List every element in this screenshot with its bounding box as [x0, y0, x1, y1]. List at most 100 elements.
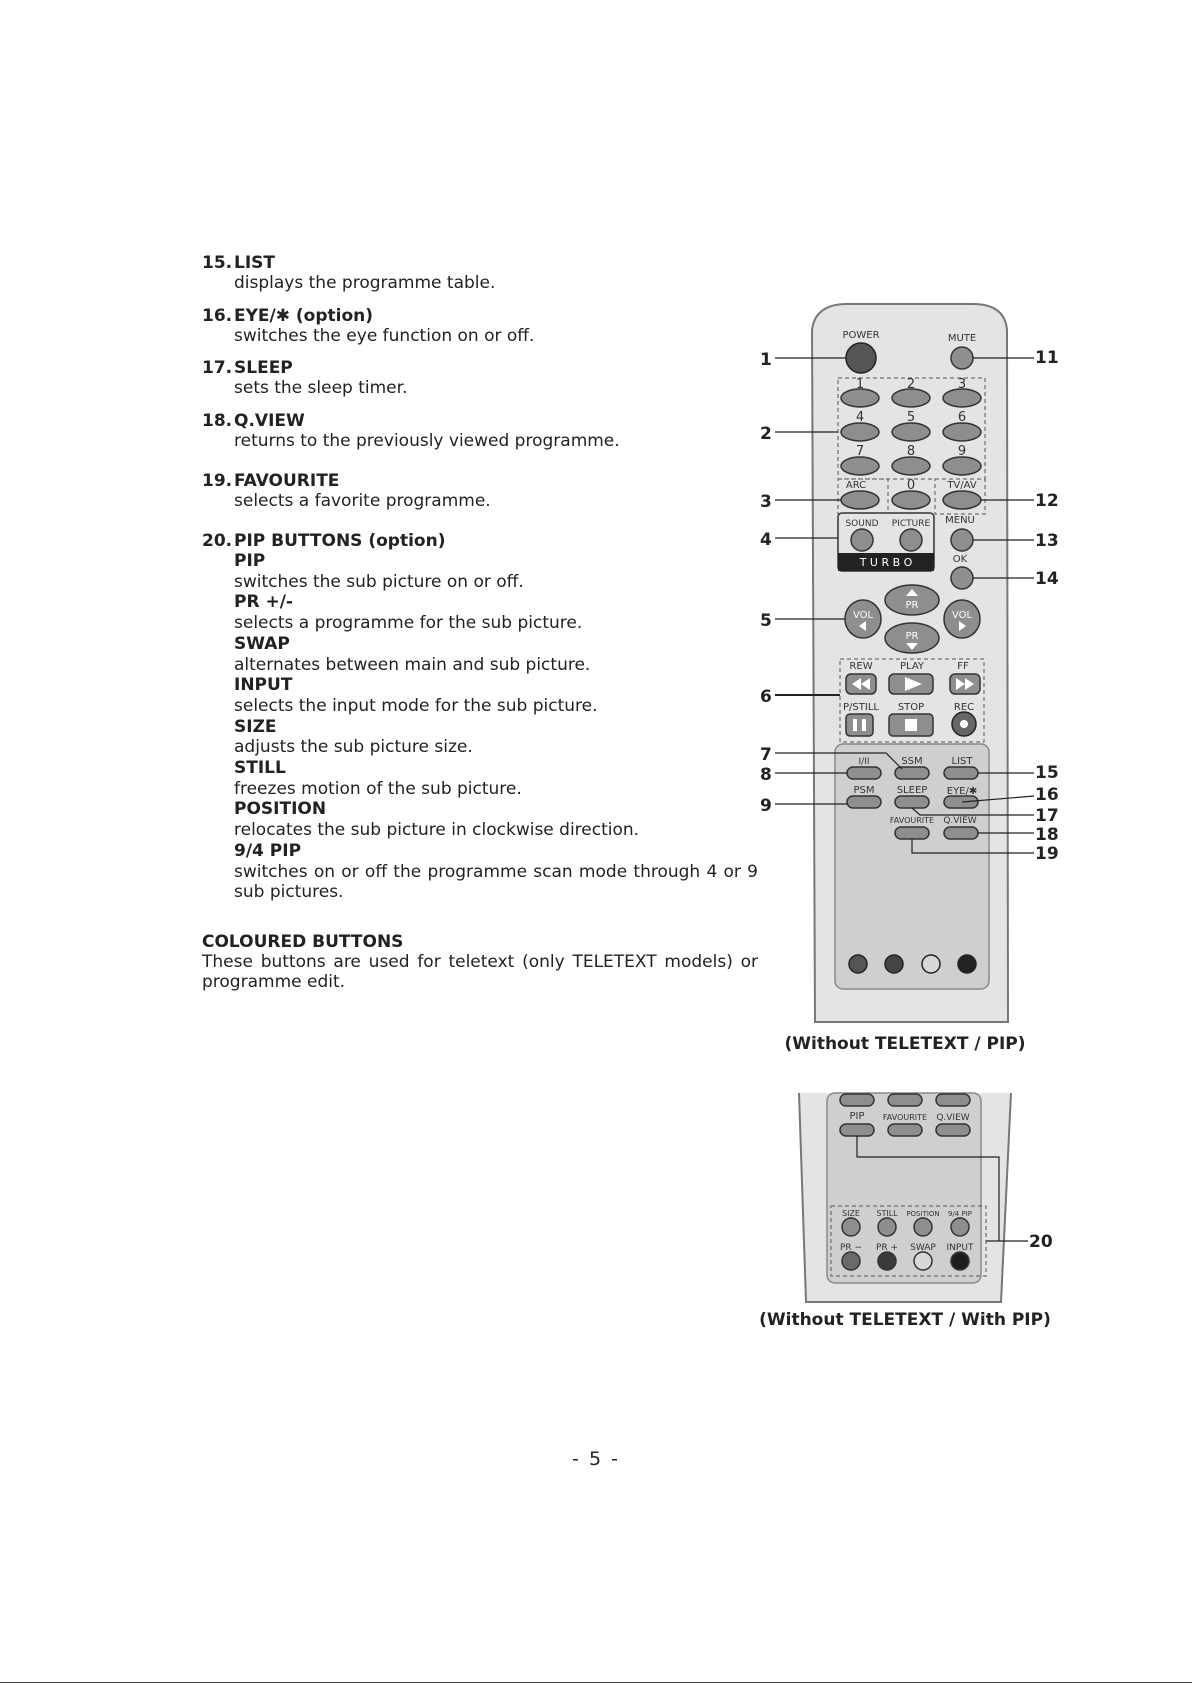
digit-label: 1 [856, 377, 864, 392]
ssm-button[interactable] [894, 766, 930, 780]
callout-number: 3 [760, 492, 772, 512]
vol-right-button[interactable] [943, 599, 981, 639]
entry-title: LIST [234, 253, 275, 273]
top-button[interactable] [887, 1093, 923, 1107]
callout-number: 8 [760, 765, 772, 785]
input-button[interactable] [950, 1251, 970, 1271]
qview-button[interactable] [943, 826, 979, 840]
digit-button-8[interactable] [891, 456, 931, 476]
sound-button[interactable] [850, 528, 874, 552]
favourite-button[interactable] [887, 1123, 923, 1137]
callout-number: 13 [1035, 531, 1059, 551]
pstill-label: P/STILL [843, 702, 879, 713]
pr-down-button[interactable] [884, 622, 940, 654]
entry-qview: 18.Q.VIEW returns to the previously view… [202, 411, 758, 471]
callout-numbers: 1 2 3 4 5 6 7 8 9 11 12 13 14 15 16 17 1… [760, 348, 1059, 864]
callout-number: 20 [1029, 1232, 1053, 1252]
digit-button-0[interactable] [891, 490, 931, 510]
menu-button[interactable] [950, 528, 974, 552]
callout-lines [775, 357, 1035, 854]
picture-button[interactable] [899, 528, 923, 552]
pr-plus-button[interactable] [877, 1251, 897, 1271]
list-button[interactable] [943, 766, 979, 780]
pr-up-button[interactable] [884, 584, 940, 616]
size-button[interactable] [841, 1217, 861, 1237]
digit-label: 7 [856, 444, 864, 459]
pip-item-title: POSITION [234, 799, 327, 820]
pstill-button[interactable] [845, 713, 874, 737]
entry-number: 20. [202, 531, 233, 551]
pr-vol-cluster: PR PR VOL VOL [844, 584, 981, 654]
pip-button[interactable] [839, 1123, 875, 1137]
coloured-button[interactable] [884, 954, 904, 974]
list-label: LIST [952, 756, 974, 767]
pip-item-title: SWAP [234, 633, 290, 654]
still-button[interactable] [877, 1217, 897, 1237]
turbo-group: T U R B O SOUND PICTURE [837, 512, 935, 572]
arc-label: ARC [846, 480, 866, 491]
stop-label: STOP [898, 702, 924, 713]
mute-button[interactable] [950, 346, 974, 370]
position-button[interactable] [913, 1217, 933, 1237]
entry-sleep: 17.SLEEP sets the sleep timer. [202, 358, 758, 411]
play-icon [905, 677, 922, 691]
triangle-right-icon [959, 621, 966, 631]
sleep-button[interactable] [894, 795, 930, 809]
qview-label: Q.VIEW [936, 1113, 969, 1123]
pip-item-title: 9/4 PIP [234, 840, 302, 861]
pip-item-title: PIP [234, 551, 266, 571]
top-button[interactable] [839, 1093, 875, 1107]
i-ii-button[interactable] [846, 766, 882, 780]
callout-number: 12 [1035, 491, 1059, 511]
digit-label: 8 [907, 444, 915, 459]
coloured-button[interactable] [921, 954, 941, 974]
digit-button-3[interactable] [942, 388, 982, 408]
favourite-button[interactable] [894, 826, 930, 840]
digit-button-5[interactable] [891, 422, 931, 442]
input-label: INPUT [947, 1243, 974, 1253]
pip94-button[interactable] [950, 1217, 970, 1237]
entry-number: 16. [202, 306, 233, 326]
callout-number: 6 [760, 687, 772, 707]
triangle-down-icon [906, 643, 918, 650]
callout-number: 2 [760, 424, 772, 444]
remote-caption: (Without TELETEXT / PIP) [784, 1034, 1026, 1054]
ok-button[interactable] [950, 566, 974, 590]
digit-button-9[interactable] [942, 456, 982, 476]
coloured-button[interactable] [848, 954, 868, 974]
vol-label: VOL [853, 610, 874, 621]
digit-button-1[interactable] [840, 388, 880, 408]
power-label: POWER [842, 330, 879, 341]
digit-label: 2 [907, 377, 915, 392]
top-button[interactable] [935, 1093, 971, 1107]
digit-button-2[interactable] [891, 388, 931, 408]
entry-title: Q.VIEW [234, 411, 305, 431]
vol-label: VOL [952, 610, 973, 621]
digit-button-4[interactable] [840, 422, 880, 442]
digit-button-7[interactable] [840, 456, 880, 476]
pr-minus-button[interactable] [841, 1251, 861, 1271]
bottom-rule [0, 1682, 1192, 1683]
psm-button[interactable] [846, 795, 882, 809]
arc-button[interactable] [840, 490, 880, 510]
digit-buttons: 1 2 3 4 5 6 7 8 9 0 [840, 377, 982, 510]
callout-number: 15 [1035, 763, 1059, 783]
callout-number: 4 [760, 530, 772, 550]
coloured-buttons-desc: These buttons are used for teletext (onl… [202, 952, 758, 992]
turbo-label: T U R B O [859, 556, 913, 569]
coloured-button[interactable] [957, 954, 977, 974]
page-number: - 5 - [572, 1448, 620, 1470]
digit-button-6[interactable] [942, 422, 982, 442]
pip94-label: 9/4 PIP [948, 1210, 972, 1218]
qview-button[interactable] [935, 1123, 971, 1137]
pause-icon [853, 719, 866, 731]
mute-label: MUTE [948, 333, 976, 344]
pr-plus-label: PR + [876, 1243, 898, 1253]
pip-item-desc: adjusts the sub picture size. [234, 737, 473, 758]
power-button[interactable] [845, 342, 877, 374]
swap-button[interactable] [913, 1251, 933, 1271]
triangle-left-icon [859, 621, 866, 631]
eye-button[interactable] [943, 795, 979, 809]
psm-label: PSM [853, 785, 874, 796]
tvav-button[interactable] [942, 490, 982, 510]
